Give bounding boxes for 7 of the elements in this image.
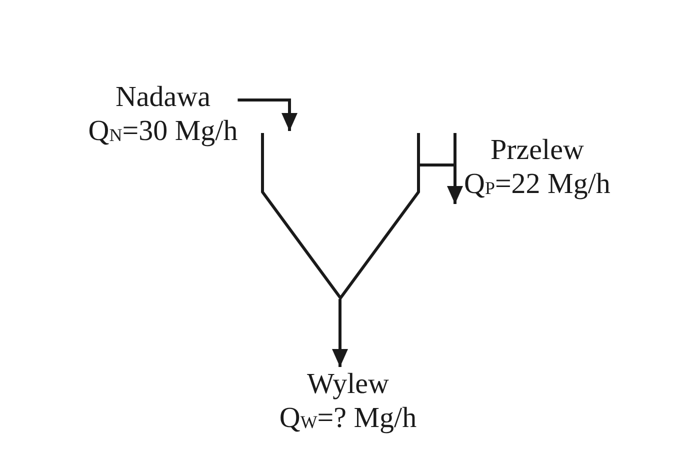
arrow (420, 164, 463, 204)
stream-name: Nadawa (116, 80, 210, 114)
arrow (238, 98, 298, 131)
funnel-drawing (260, 131, 420, 299)
arrow (332, 299, 348, 367)
stream-name: Przelew (490, 133, 584, 167)
stream-name: Wylew (306, 367, 389, 401)
